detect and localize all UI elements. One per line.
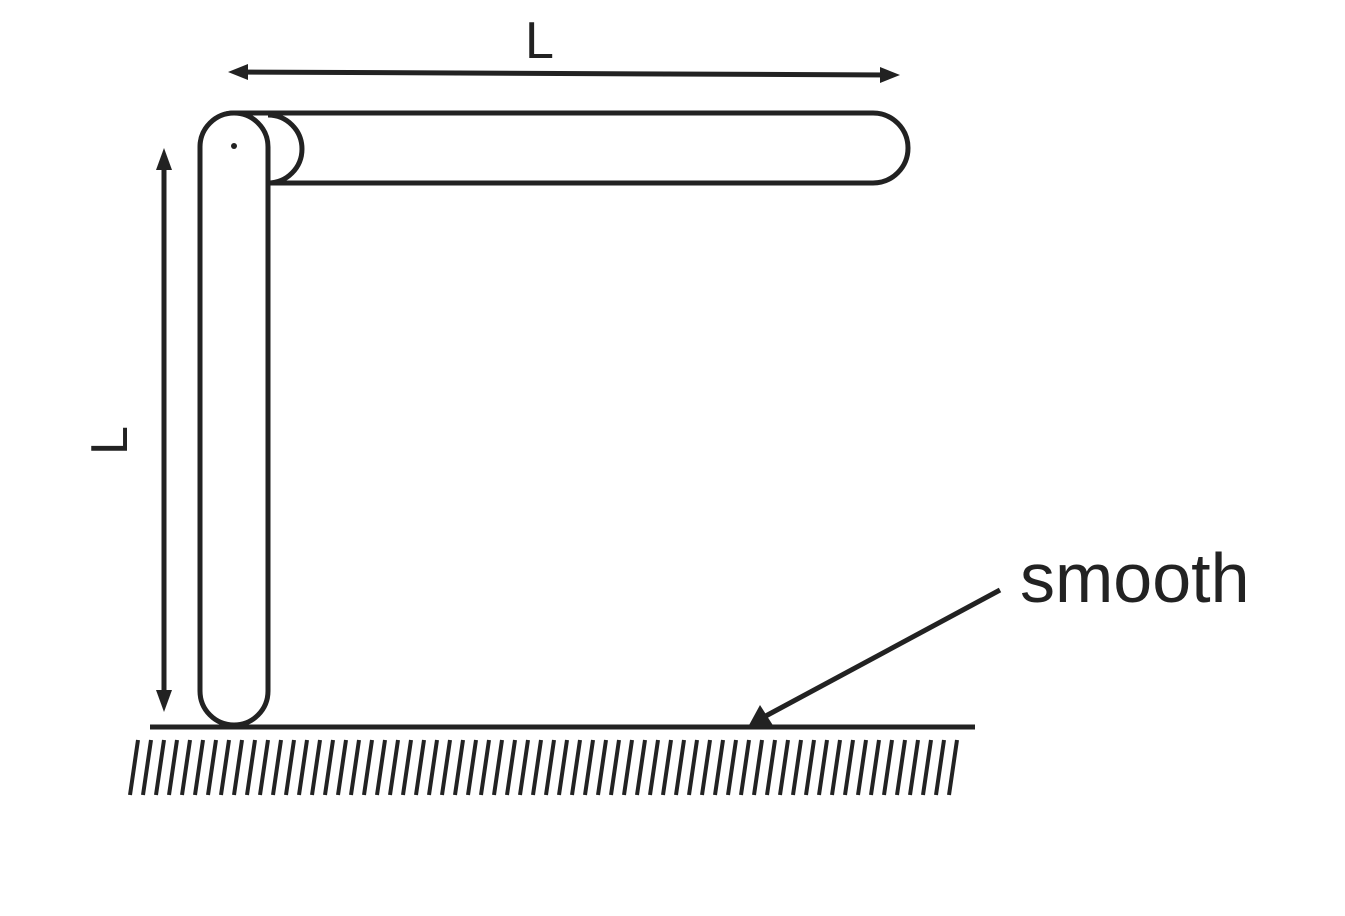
hatch-mark	[947, 739, 959, 796]
hatch-mark	[635, 739, 647, 796]
hatch-mark	[362, 739, 374, 796]
hatch-mark	[596, 739, 608, 796]
hatch-mark	[349, 739, 361, 796]
horizontal-length-label: L	[525, 12, 554, 70]
hatch-mark	[765, 739, 777, 796]
hatch-mark	[856, 739, 868, 796]
hatch-mark	[453, 739, 465, 796]
hatch-mark	[739, 739, 751, 796]
hatch-mark	[219, 739, 231, 796]
hatch-mark	[388, 739, 400, 796]
hatch-mark	[336, 739, 348, 796]
hatch-mark	[752, 739, 764, 796]
hatch-mark	[141, 739, 153, 796]
ground-hatching	[128, 739, 959, 796]
hinge-joint	[267, 112, 305, 186]
hatch-mark	[375, 739, 387, 796]
hatch-mark	[661, 739, 673, 796]
hatch-mark	[505, 739, 517, 796]
hatch-mark	[869, 739, 881, 796]
hatch-mark	[492, 739, 504, 796]
hatch-mark	[531, 739, 543, 796]
hatch-mark	[882, 739, 894, 796]
hatch-mark	[817, 739, 829, 796]
hatch-mark	[193, 739, 205, 796]
hatch-mark	[180, 739, 192, 796]
hatch-mark	[245, 739, 257, 796]
hatch-mark	[804, 739, 816, 796]
hatch-mark	[466, 739, 478, 796]
hatch-mark	[297, 739, 309, 796]
hatch-mark	[648, 739, 660, 796]
hatch-mark	[843, 739, 855, 796]
hatch-mark	[674, 739, 686, 796]
horizontal-dimension-arrow	[234, 69, 894, 78]
smooth-pointer	[760, 587, 1002, 721]
hatch-mark	[271, 739, 283, 796]
horizontal-rod	[197, 110, 911, 186]
hatch-mark	[557, 739, 569, 796]
hatch-mark	[791, 739, 803, 796]
hatch-mark	[154, 739, 166, 796]
hatch-mark	[518, 739, 530, 796]
hatch-mark	[921, 739, 933, 796]
smooth-label: smooth	[1020, 539, 1250, 617]
hatch-mark	[284, 739, 296, 796]
hatch-mark	[258, 739, 270, 796]
arrowheads	[156, 64, 900, 727]
hatch-mark	[570, 739, 582, 796]
hatch-mark	[427, 739, 439, 796]
hatch-mark	[700, 739, 712, 796]
hatch-mark	[934, 739, 946, 796]
hatch-mark	[310, 739, 322, 796]
hatch-mark	[206, 739, 218, 796]
hatch-mark	[622, 739, 634, 796]
hatch-mark	[414, 739, 426, 796]
hatch-mark	[713, 739, 725, 796]
hatch-mark	[609, 739, 621, 796]
hatch-mark	[908, 739, 920, 796]
hatch-mark	[687, 739, 699, 796]
hatch-mark	[128, 739, 140, 796]
hatch-mark	[167, 739, 179, 796]
hatch-mark	[830, 739, 842, 796]
hatch-mark	[895, 739, 907, 796]
hatch-mark	[440, 739, 452, 796]
hatch-mark	[583, 739, 595, 796]
hatch-mark	[479, 739, 491, 796]
hatch-mark	[544, 739, 556, 796]
vertical-length-label: L	[81, 426, 139, 455]
vertical-rod	[197, 110, 271, 728]
hatch-mark	[778, 739, 790, 796]
hatch-mark	[232, 739, 244, 796]
hatch-mark	[726, 739, 738, 796]
hatch-mark	[323, 739, 335, 796]
hatch-mark	[401, 739, 413, 796]
